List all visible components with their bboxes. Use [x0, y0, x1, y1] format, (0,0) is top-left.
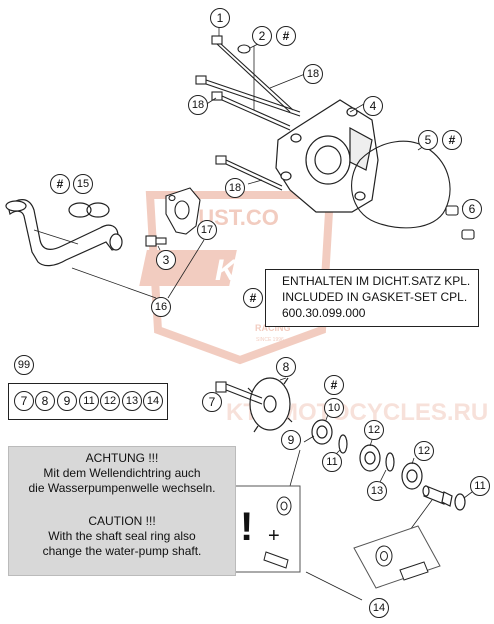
callout-9: 9: [281, 430, 301, 450]
kit-illustration-box-2: [353, 525, 441, 589]
callout-10: 10: [324, 398, 344, 418]
callout-18: 18: [303, 64, 323, 84]
flange-bolt: [145, 235, 167, 247]
callout-hash: #: [324, 375, 344, 395]
callout-17: 17: [197, 220, 217, 240]
callout-12: 12: [414, 441, 434, 461]
callout-15: 15: [73, 174, 93, 194]
callout-14: 14: [369, 598, 389, 618]
callout-hash: #: [50, 174, 70, 194]
warning-line-en-1: With the shaft seal ring also: [48, 529, 196, 543]
gasket-set-info-box: # ENTHALTEN IM DICHT.SATZ KPL. INCLUDED …: [243, 269, 479, 327]
watermark-tag: SINCE 1996: [256, 337, 284, 343]
bearings: [359, 444, 423, 490]
callout-7: 7: [202, 392, 222, 412]
callout-hash: #: [243, 288, 263, 308]
callout-7: 7: [14, 391, 34, 411]
warning-box: ACHTUNG !!! Mit dem Wellendichtring auch…: [8, 446, 236, 576]
warning-line-de-2: die Wasserpumpenwelle wechseln.: [28, 481, 216, 495]
callout-14: 14: [143, 391, 163, 411]
callout-18: 18: [188, 95, 208, 115]
callout-1: 1: [210, 8, 230, 28]
callout-6: 6: [462, 199, 482, 219]
impeller-screw: [215, 381, 263, 405]
callout-13: 13: [122, 391, 142, 411]
kit-illustration-box: ! +: [233, 485, 301, 573]
cover-gasket: [351, 140, 451, 229]
hose-flange: [165, 187, 201, 235]
callout-13: 13: [367, 481, 387, 501]
callout-11: 11: [322, 452, 342, 472]
watermark-racing: RACING: [255, 323, 291, 333]
callout-8: 8: [276, 357, 296, 377]
info-part-number: 600.30.099.000: [282, 306, 366, 320]
water-pump-shaft: [422, 485, 453, 507]
warning-line-en-2: change the water-pump shaft.: [42, 544, 202, 558]
callout-9: 9: [57, 391, 77, 411]
callout-11: 11: [79, 391, 99, 411]
callout-12: 12: [100, 391, 120, 411]
impeller: [247, 377, 293, 433]
callout-12: 12: [364, 420, 384, 440]
exclamation-symbol: !: [240, 505, 253, 549]
drain-screw-and-seal: [445, 205, 475, 240]
callout-16: 16: [151, 297, 171, 317]
callout-2: 2: [252, 26, 272, 46]
callout-5: 5: [418, 130, 438, 150]
warning-line-de-1: Mit dem Wellendichtring auch: [43, 466, 201, 480]
info-line-en: INCLUDED IN GASKET-SET CPL.: [282, 290, 468, 304]
shaft-seal: [311, 419, 333, 445]
callout-11: 11: [470, 476, 490, 496]
callout-18: 18: [225, 178, 245, 198]
callout-4: 4: [363, 96, 383, 116]
callout-8: 8: [35, 391, 55, 411]
warning-title-de: ACHTUNG !!!: [85, 451, 159, 465]
kit-contents-box: 7 8 9 11 12 13 14: [8, 383, 168, 420]
callout-99: 99: [14, 355, 34, 375]
circlips: [338, 434, 466, 511]
coolant-hose: [5, 199, 123, 267]
pump-cover: [275, 99, 379, 213]
cover-bolts: [195, 35, 301, 191]
callout-hash: #: [442, 130, 462, 150]
o-rings: [68, 202, 110, 218]
callout-3: 3: [156, 250, 176, 270]
info-line-de: ENTHALTEN IM DICHT.SATZ KPL.: [282, 274, 471, 288]
warning-title-en: CAUTION !!!: [88, 514, 156, 528]
callout-hash: #: [276, 26, 296, 46]
plus-symbol: +: [268, 525, 280, 547]
leader-lines-left: [71, 239, 205, 299]
